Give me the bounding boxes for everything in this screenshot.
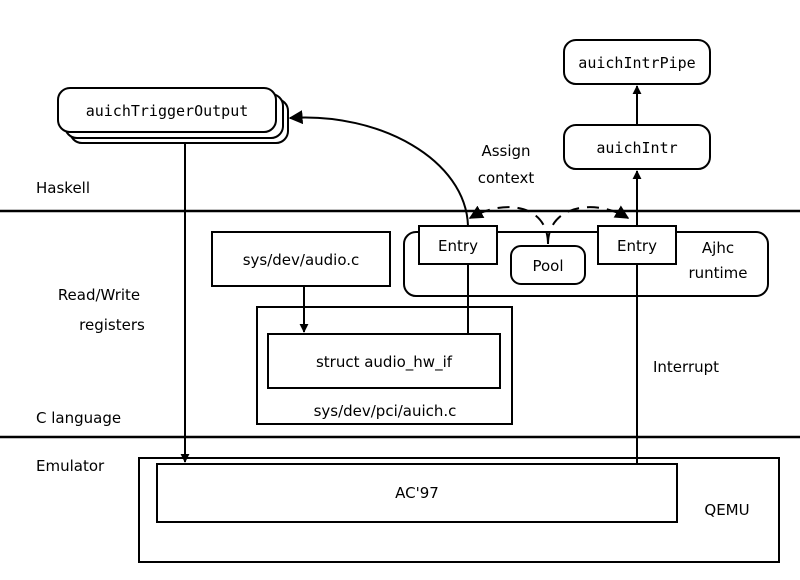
pool-node — [510, 245, 586, 285]
struct-audio-hw-if-label: struct audio_hw_if — [316, 353, 453, 372]
edge-assign-context-right — [547, 205, 630, 245]
ac97-node — [156, 463, 678, 523]
ajhc-runtime-label-line2: runtime — [688, 264, 747, 282]
entry-right-label: Entry — [617, 237, 657, 255]
auich-trigger-output-stack: auichTriggerOutput — [57, 87, 289, 144]
layer-label-haskell: Haskell — [36, 179, 90, 197]
sys-dev-audio-label: sys/dev/audio.c — [243, 251, 360, 269]
assign-context-label-line2: context — [478, 169, 535, 187]
auich-trigger-output-node — [57, 87, 277, 133]
sys-dev-audio-node — [211, 231, 391, 287]
auich-intr-pipe-label: auichIntrPipe — [578, 54, 695, 72]
edge-assign-context-left — [468, 205, 549, 245]
read-write-label-line1: Read/Write — [58, 286, 140, 304]
ac97-label: AC'97 — [395, 484, 439, 502]
layer-label-emulator: Emulator — [36, 457, 105, 475]
auich-intr-pipe-node — [563, 39, 711, 85]
entry-left-node — [418, 225, 498, 265]
layer-label-c-language: C language — [36, 409, 121, 427]
struct-audio-hw-if-node — [267, 333, 501, 389]
entry-left-label: Entry — [438, 237, 478, 255]
assign-context-label-line1: Assign — [481, 142, 530, 160]
edge-entry-left-to-trigger-output — [288, 110, 469, 227]
auich-trigger-output-label: auichTriggerOutput — [86, 102, 249, 120]
sys-dev-pci-auich-label: sys/dev/pci/auich.c — [314, 402, 457, 420]
ajhc-runtime-label-line1: Ajhc — [702, 239, 734, 257]
interrupt-label: Interrupt — [653, 358, 719, 376]
read-write-label-line2: registers — [79, 316, 145, 334]
pool-label: Pool — [532, 257, 563, 275]
entry-right-node — [597, 225, 677, 265]
qemu-label: QEMU — [704, 501, 749, 519]
auich-intr-label: auichIntr — [596, 139, 677, 157]
